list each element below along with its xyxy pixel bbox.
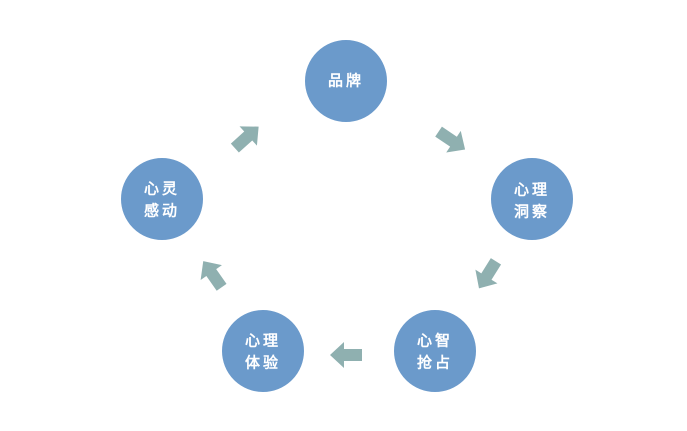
- node-mind-line-1: 心智: [417, 332, 453, 350]
- node-mind: 心智 抢占: [392, 308, 478, 394]
- node-experience-line-2: 体验: [245, 354, 281, 372]
- node-brand-line-1: 品牌: [328, 72, 364, 90]
- node-experience: 心理 体验: [220, 308, 306, 394]
- arrow-brand-to-insight: [435, 126, 466, 153]
- node-brand: 品牌: [303, 38, 389, 124]
- node-insight-line-2: 洞察: [514, 203, 550, 221]
- node-insight-line-1: 心理: [514, 181, 550, 199]
- arrow-emotion-to-brand: [230, 126, 259, 153]
- node-emotion: 心灵 感动: [119, 156, 205, 242]
- node-experience-line-1: 心理: [245, 332, 281, 350]
- arrow-experience-to-emotion: [200, 261, 227, 291]
- node-emotion-line-1: 心灵: [144, 180, 180, 198]
- node-insight: 心理 洞察: [489, 156, 575, 242]
- cycle-arrows: [200, 126, 502, 368]
- node-emotion-line-2: 感动: [144, 202, 180, 220]
- arrow-mind-to-experience: [330, 342, 362, 368]
- node-mind-line-2: 抢占: [417, 354, 453, 372]
- arrow-insight-to-mind: [475, 258, 502, 289]
